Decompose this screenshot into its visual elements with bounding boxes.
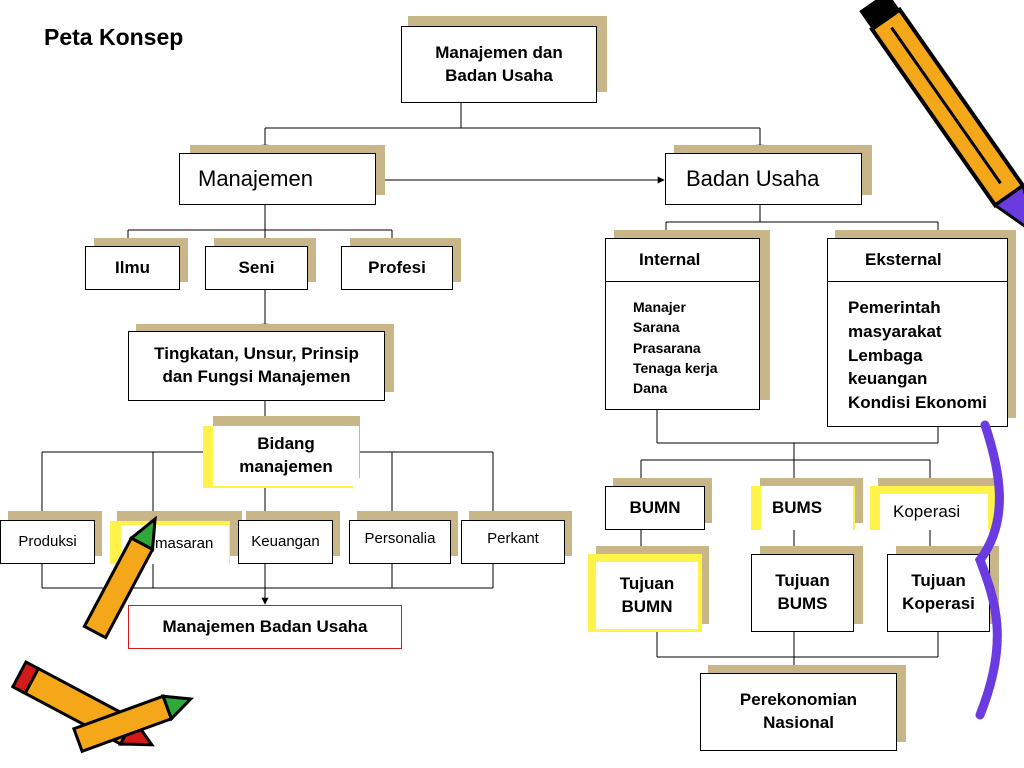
node-ilmu: Ilmu — [85, 246, 180, 290]
node-seni: Seni — [205, 246, 308, 290]
node-badan-usaha: Badan Usaha — [665, 153, 862, 205]
node-internal: Internal Manajer Sarana Prasarana Tenaga… — [605, 238, 760, 410]
node-bumn: BUMN — [605, 486, 705, 530]
node-produksi: Produksi — [0, 520, 95, 564]
node-manajemen: Manajemen — [179, 153, 376, 205]
node-koperasi: Koperasi — [880, 494, 988, 530]
internal-title: Internal — [606, 239, 759, 282]
node-profesi: Profesi — [341, 246, 453, 290]
node-eksternal: Eksternal Pemerintah masyarakat Lembaga … — [827, 238, 1008, 427]
node-pemasaran: Pemasaran — [121, 525, 229, 564]
page-title: Peta Konsep — [44, 24, 184, 50]
node-personalia: Personalia — [349, 520, 451, 564]
node-manajemen-badan-usaha: Manajemen Badan Usaha — [128, 605, 402, 649]
node-keuangan: Keuangan — [238, 520, 333, 564]
eksternal-items: Pemerintah masyarakat Lembaga keuangan K… — [848, 298, 987, 413]
node-perkant: Perkant — [461, 520, 565, 564]
eksternal-title: Eksternal — [828, 239, 1007, 282]
node-bums: BUMS — [761, 486, 853, 530]
internal-items: Manajer Sarana Prasarana Tenaga kerja Da… — [633, 299, 718, 397]
